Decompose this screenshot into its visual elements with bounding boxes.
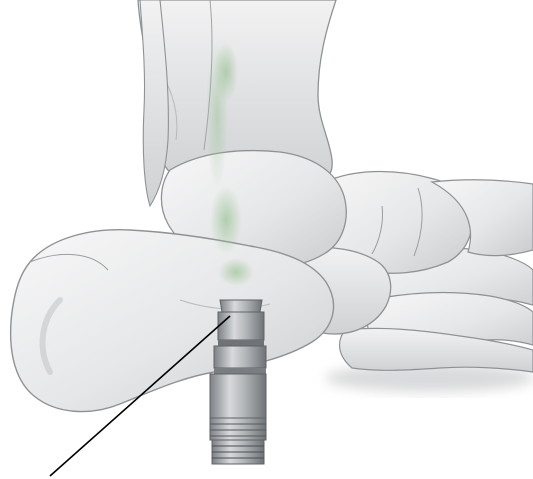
- implant-rod: [210, 300, 266, 464]
- calcaneus-bone: [11, 230, 334, 412]
